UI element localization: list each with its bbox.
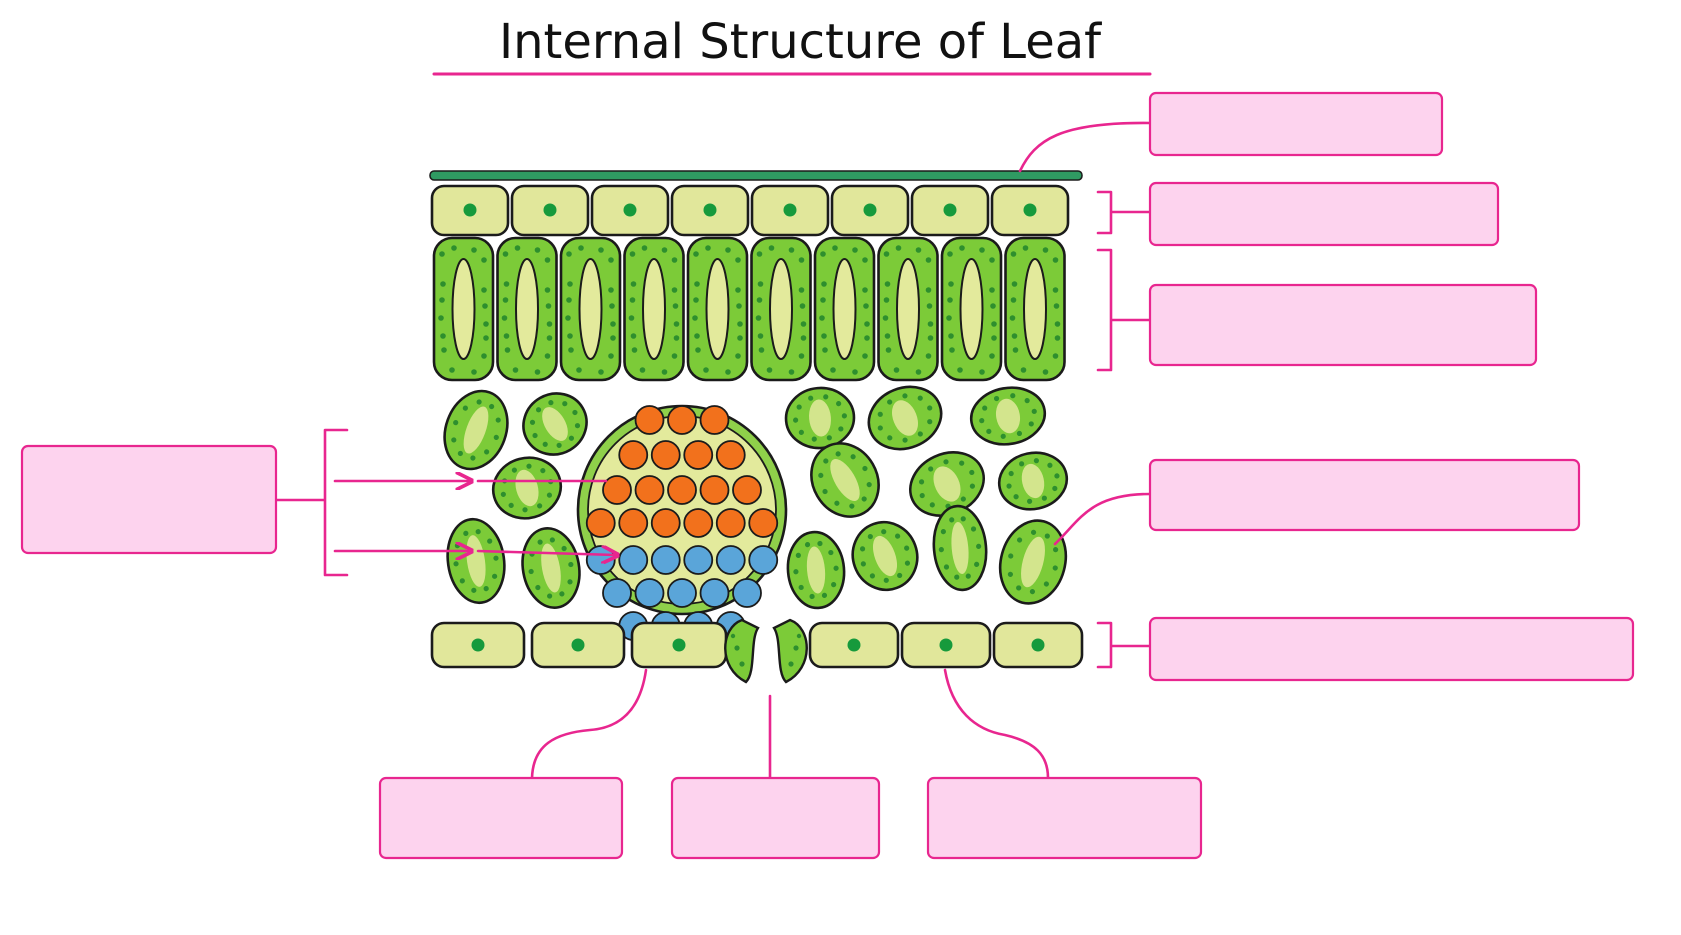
xylem-cell	[650, 440, 681, 470]
label-stoma[interactable]	[670, 776, 881, 860]
phloem-cell	[715, 545, 746, 575]
xylem-cell	[618, 440, 649, 470]
phloem-cell	[667, 578, 697, 608]
stoma-guard-cells	[724, 618, 808, 684]
upper-epidermis	[430, 184, 1070, 237]
lower-epidermis	[430, 621, 1084, 669]
vascular-bundle	[576, 404, 788, 641]
xylem-cell	[683, 508, 714, 538]
vacuole	[896, 258, 920, 360]
vacuole	[832, 258, 857, 360]
spongy-cell	[932, 504, 988, 592]
nucleus	[672, 638, 686, 652]
vacuole	[769, 258, 793, 360]
xylem-cell	[699, 405, 730, 435]
vacuole	[642, 258, 666, 360]
nucleus	[571, 638, 585, 652]
xylem-cell	[585, 508, 616, 538]
spongy-cell	[786, 530, 846, 610]
label-lower-right[interactable]	[926, 776, 1203, 860]
cuticle	[429, 170, 1083, 181]
xylem	[585, 405, 779, 538]
spongy-cell	[998, 519, 1068, 605]
xylem-cell	[715, 440, 746, 470]
nucleus	[1023, 203, 1037, 217]
nucleus	[847, 638, 861, 652]
vacuole	[959, 258, 984, 360]
leader-lower-left	[530, 668, 648, 780]
xylem-cell	[667, 405, 697, 435]
spongy-cell	[969, 386, 1047, 446]
nucleus	[543, 203, 557, 217]
vacuole	[451, 258, 476, 360]
bundle-interior	[587, 415, 777, 605]
spongy-mesophyll	[443, 385, 1069, 610]
xylem-cell	[618, 508, 649, 538]
bracket-lower-epidermis	[1096, 621, 1152, 669]
phloem-cell	[585, 545, 616, 575]
xylem-cell	[667, 475, 697, 505]
nucleus	[463, 203, 477, 217]
spongy-cell	[521, 527, 581, 609]
xylem-cell	[732, 475, 762, 505]
spongy-cell	[522, 392, 588, 456]
spongy-cell	[446, 517, 506, 605]
xylem-cell	[683, 440, 714, 470]
xylem-cell	[634, 405, 665, 435]
vacuole	[515, 258, 539, 360]
nucleus	[939, 638, 953, 652]
bracket-palisade	[1096, 248, 1152, 372]
phloem-cell	[683, 545, 714, 575]
xylem-cell	[634, 475, 665, 505]
xylem-cell	[748, 508, 779, 538]
phloem-cell	[602, 578, 632, 608]
phloem-cell	[650, 545, 681, 575]
spongy-cell	[443, 389, 509, 471]
label-palisade-mesophyll[interactable]	[1148, 283, 1538, 367]
label-lower-epidermis[interactable]	[1148, 616, 1635, 682]
leader-cuticle	[1018, 121, 1152, 173]
vacuole	[578, 258, 603, 360]
leader-spongy	[1053, 492, 1152, 546]
phloem-cell	[748, 545, 779, 575]
spongy-cell	[997, 451, 1069, 511]
nucleus	[703, 203, 717, 217]
phloem-cell	[634, 578, 665, 608]
spongy-cell	[784, 386, 856, 450]
xylem-cell	[602, 475, 632, 505]
nucleus	[471, 638, 485, 652]
phloem-cell	[732, 578, 762, 608]
spongy-cell	[491, 456, 563, 520]
nucleus	[863, 203, 877, 217]
nucleus	[943, 203, 957, 217]
spongy-cell	[909, 451, 985, 517]
diagram-title: Internal Structure of Leaf	[499, 14, 1102, 70]
xylem-cell	[650, 508, 681, 538]
vacuole	[705, 258, 730, 360]
label-vascular-bundle[interactable]	[20, 444, 278, 555]
label-upper-epidermis[interactable]	[1148, 181, 1500, 247]
spongy-cell	[810, 442, 880, 518]
phloem-cell	[699, 578, 730, 608]
nucleus	[783, 203, 797, 217]
leader-lower-right	[943, 668, 1050, 780]
bracket-vascular	[274, 428, 349, 577]
label-lower-left[interactable]	[378, 776, 624, 860]
xylem-cell	[699, 475, 730, 505]
phloem-cell	[618, 545, 649, 575]
palisade-mesophyll	[432, 236, 1066, 382]
vacuole	[1023, 258, 1047, 360]
nucleus	[1031, 638, 1045, 652]
nucleus	[623, 203, 637, 217]
label-cuticle[interactable]	[1148, 91, 1444, 157]
spongy-cell	[851, 520, 919, 592]
line-phloem	[476, 551, 616, 555]
label-spongy-mesophyll[interactable]	[1148, 458, 1581, 532]
spongy-cell	[867, 385, 943, 451]
xylem-cell	[715, 508, 746, 538]
bracket-upper-epidermis	[1096, 190, 1152, 235]
